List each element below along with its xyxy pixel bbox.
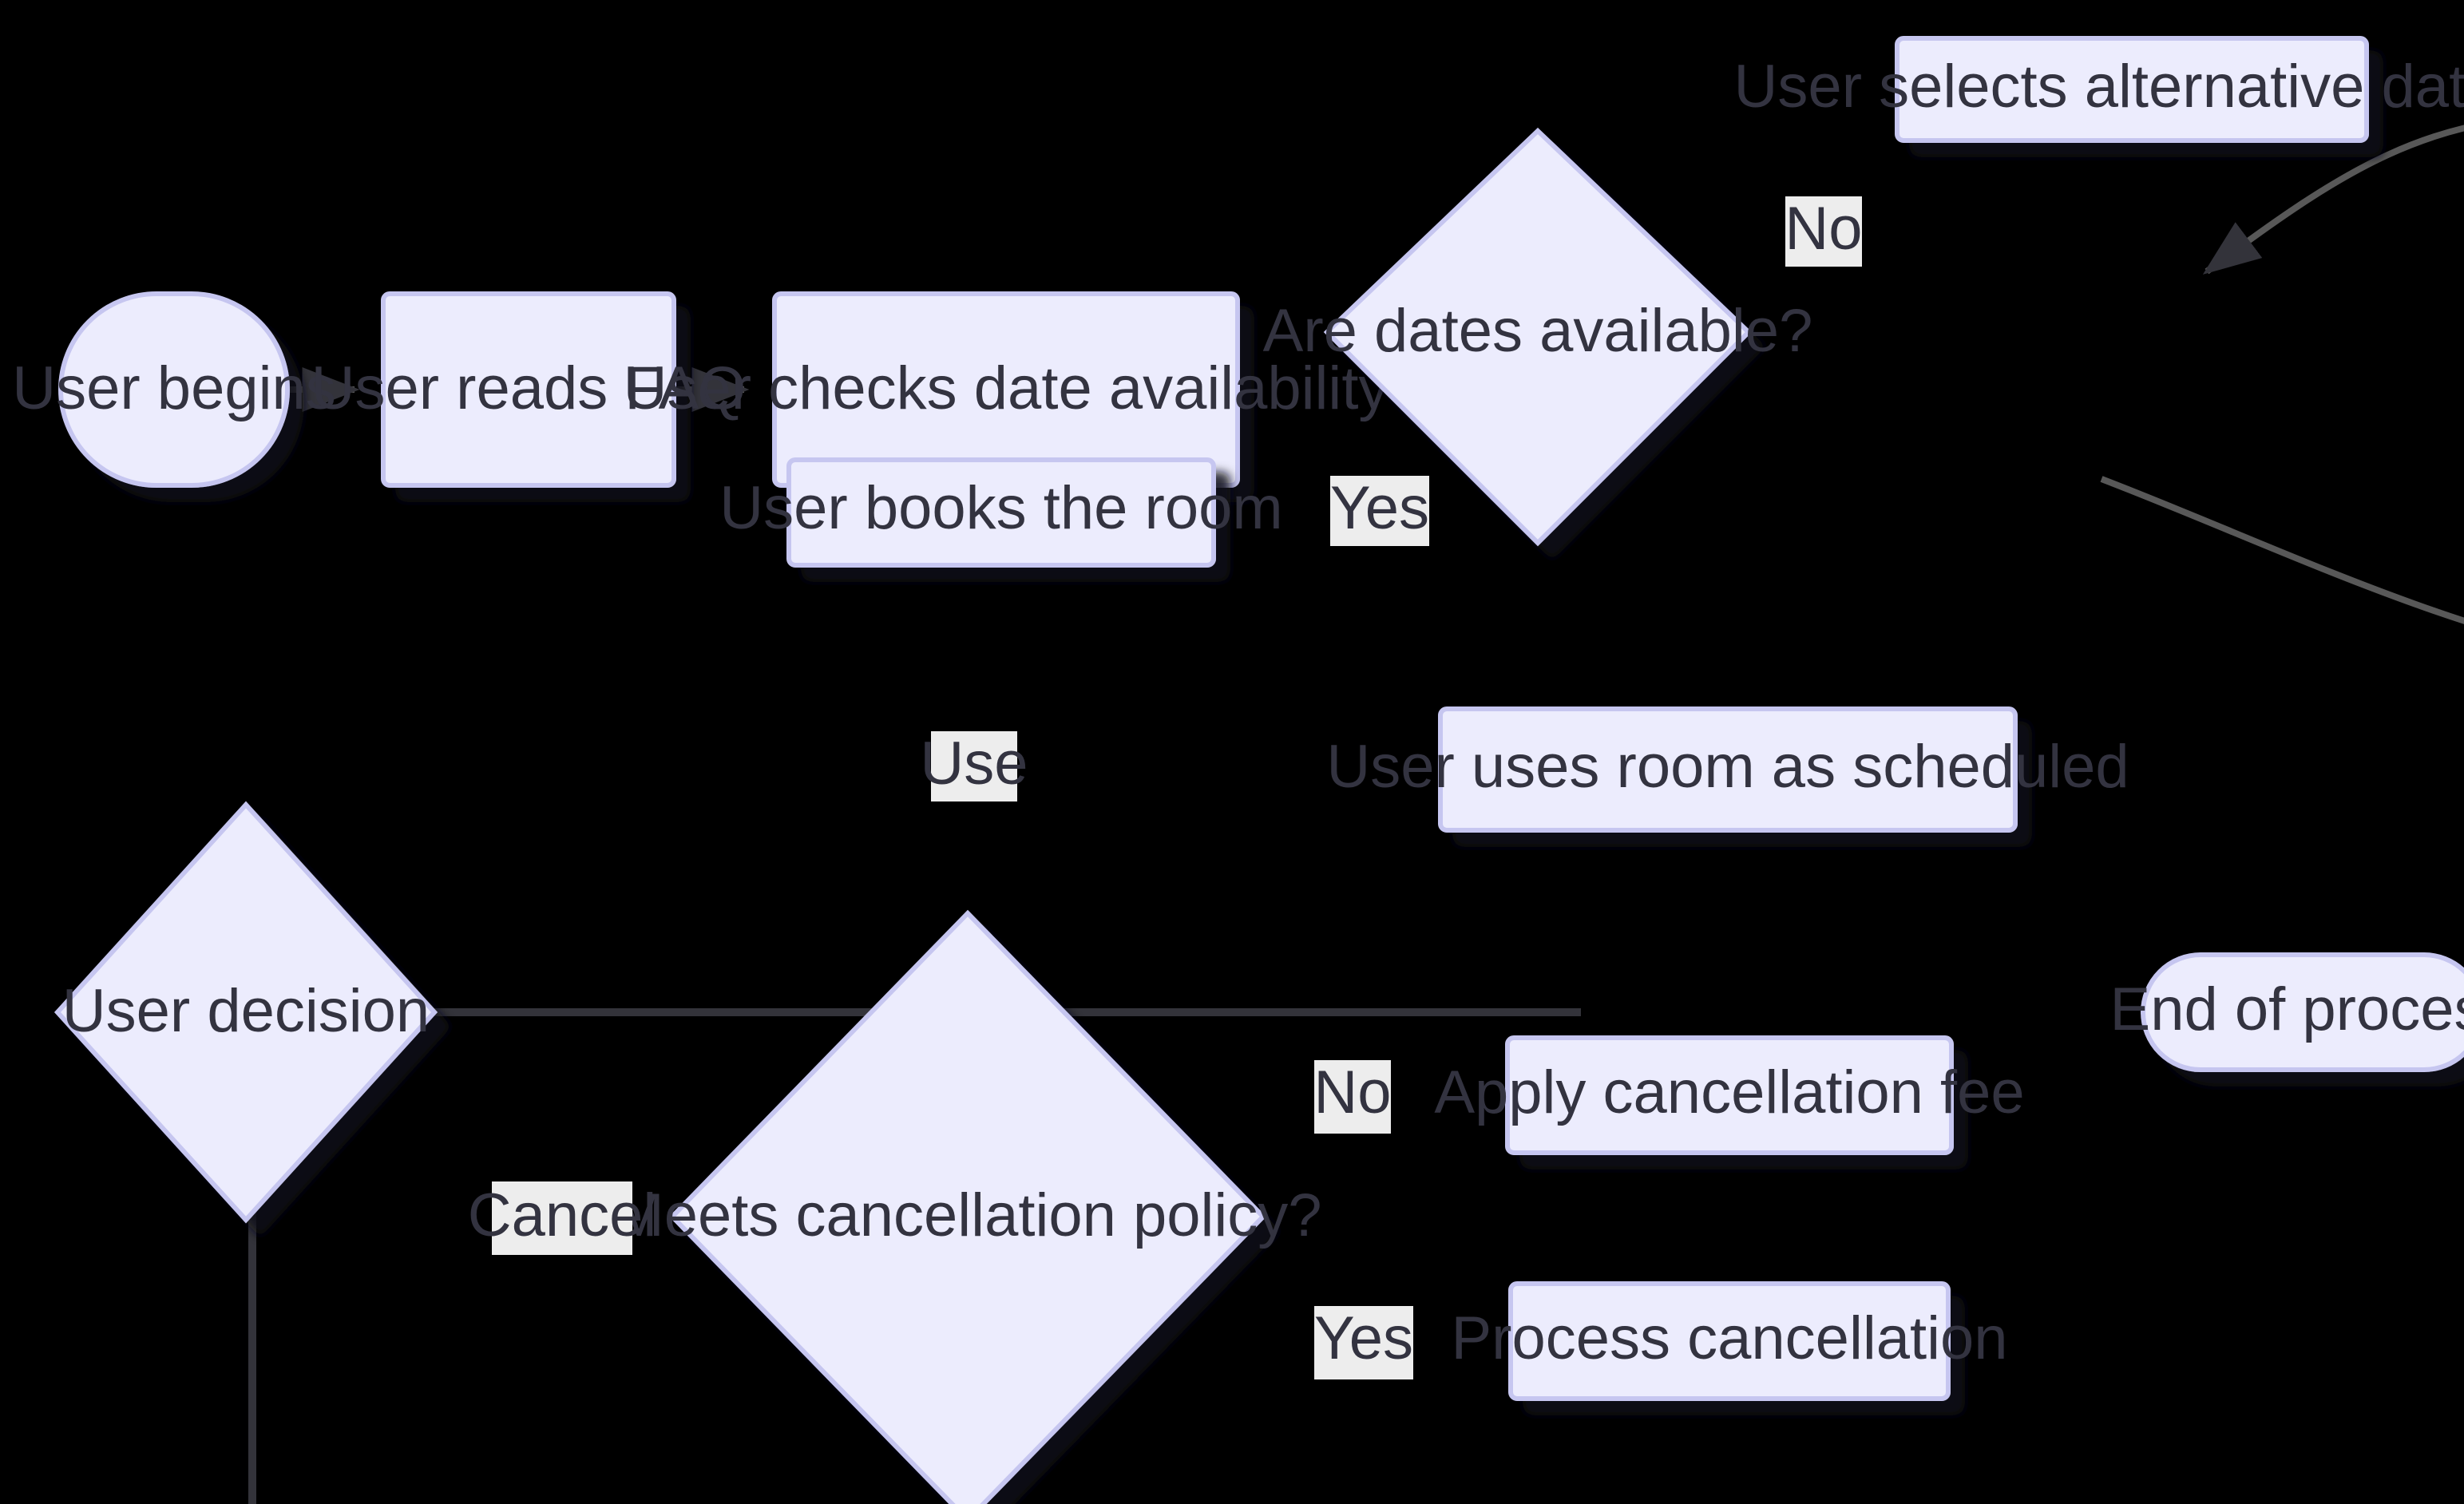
node-user-begins-shape bbox=[58, 291, 290, 488]
edge-label-no-dates-bg bbox=[1785, 196, 1862, 267]
edge-label-no-policy-bg bbox=[1314, 1060, 1391, 1134]
node-process-cancellation[interactable]: Process cancellation bbox=[1451, 1281, 2008, 1401]
edge-label-cancel: Cancel bbox=[468, 1181, 656, 1255]
node-end-of-process[interactable]: End of process bbox=[2110, 952, 2464, 1072]
node-apply-cancellation-fee-shape bbox=[1505, 1035, 1954, 1155]
edge-label-yes-dates-bg bbox=[1330, 476, 1429, 546]
edge-check-to-available bbox=[2100, 476, 2464, 624]
node-user-begins[interactable]: User begins bbox=[12, 291, 336, 488]
node-user-uses-room-as-scheduled-shape bbox=[1438, 706, 2018, 833]
edge-label-use: Use bbox=[920, 730, 1028, 801]
edge-label-no-policy: No bbox=[1313, 1059, 1392, 1134]
edge-label-cancel-bg bbox=[492, 1181, 632, 1255]
node-meets-cancellation-policy-shape bbox=[668, 909, 1267, 1504]
node-user-selects-alternative-dates-shape bbox=[1895, 36, 2369, 143]
edge-label-no-dates: No bbox=[1785, 195, 1863, 267]
node-user-books-the-room[interactable]: User books the room bbox=[719, 457, 1283, 568]
node-user-books-the-room-shape bbox=[786, 457, 1216, 568]
edge-label-yes-policy-bg bbox=[1314, 1306, 1413, 1379]
edge-label-yes-policy: Yes bbox=[1314, 1304, 1413, 1379]
node-apply-cancellation-fee[interactable]: Apply cancellation fee bbox=[1434, 1035, 2025, 1155]
node-user-reads-faq-shape bbox=[381, 291, 676, 488]
edge-altdates-to-check bbox=[2202, 125, 2464, 275]
edge-label-use-bg bbox=[931, 731, 1017, 801]
node-user-selects-alternative-dates[interactable]: User selects alternative dates bbox=[1734, 36, 2464, 143]
node-user-uses-room-as-scheduled[interactable]: User uses room as scheduled bbox=[1326, 706, 2129, 833]
edge-label-yes-dates: Yes bbox=[1330, 474, 1429, 546]
node-user-decision[interactable]: User decision bbox=[53, 801, 438, 1224]
node-user-decision-shape bbox=[53, 801, 438, 1224]
node-are-dates-available-shape bbox=[1323, 127, 1753, 547]
nodes-layer: User begins User reads FAQ User checks d… bbox=[12, 36, 2464, 1504]
node-process-cancellation-shape bbox=[1508, 1281, 1951, 1401]
node-end-of-process-shape bbox=[2141, 952, 2464, 1072]
node-meets-cancellation-policy[interactable]: Meets cancellation policy? bbox=[613, 909, 1322, 1504]
node-user-checks-date-availability-shape bbox=[772, 291, 1240, 488]
